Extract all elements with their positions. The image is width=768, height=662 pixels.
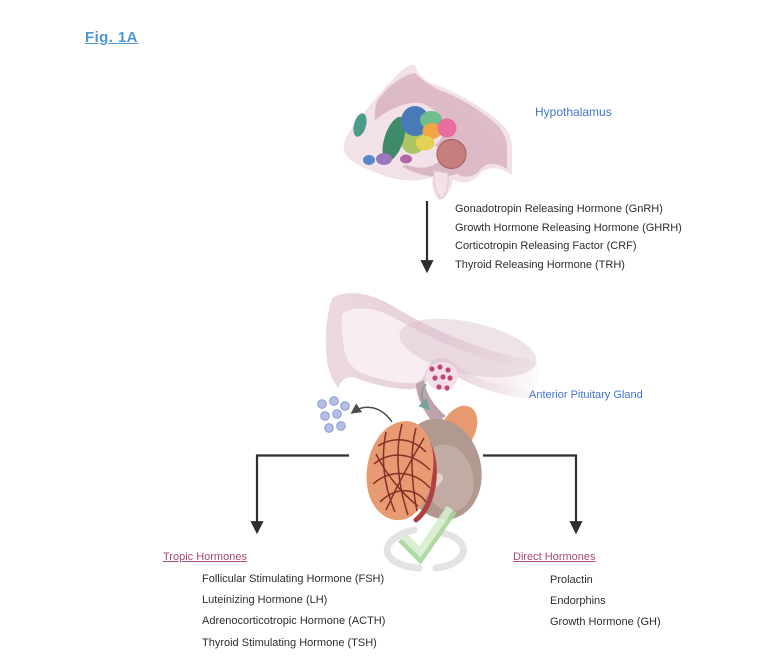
anterior-pituitary-illustration xyxy=(317,293,538,523)
anterior-pituitary-label: Anterior Pituitary Gland xyxy=(529,389,643,401)
list-item: Gonadotropin Releasing Hormone (GnRH) xyxy=(455,203,663,215)
anterior-lobe-vascular-mesh xyxy=(372,423,431,516)
stalk-flow-arrow xyxy=(418,383,431,411)
figure-label-link[interactable]: Fig. 1A xyxy=(85,29,138,46)
releasing-hormone-dots xyxy=(426,362,458,391)
tropic-hormones-header: Tropic Hormones xyxy=(163,551,247,563)
list-item: Adrenocorticotropic Hormone (ACTH) xyxy=(202,615,386,628)
secreted-hormone-dots xyxy=(317,396,350,433)
list-item: Corticotropin Releasing Factor (CRF) xyxy=(455,240,637,252)
list-item: Prolactin xyxy=(550,574,593,586)
list-item: Luteinizing Hormone (LH) xyxy=(202,594,328,607)
releasing-hormones-list: Gonadotropin Releasing Hormone (GnRH) Gr… xyxy=(455,200,682,274)
tropic-hormones-list: Follicular Stimulating Hormone (FSH) Lut… xyxy=(202,569,385,654)
list-item: Growth Hormone (GH) xyxy=(550,616,661,629)
hypothalamus-label: Hypothalamus xyxy=(535,105,612,119)
list-item: Thyroid Releasing Hormone (TRH) xyxy=(455,258,625,271)
list-item: Follicular Stimulating Hormone (FSH) xyxy=(202,573,385,585)
list-item: Growth Hormone Releasing Hormone (GHRH) xyxy=(455,221,682,234)
checkmark-watermark-icon xyxy=(383,505,467,572)
tropic-branch-arrow xyxy=(250,454,349,535)
list-item: Endorphins xyxy=(550,595,606,608)
pituitary-stalk xyxy=(416,380,446,424)
direct-branch-arrow xyxy=(483,454,583,535)
hypothalamic-nuclei xyxy=(353,106,467,170)
secretion-arrow xyxy=(350,403,393,423)
list-item: Thyroid Stimulating Hormone (TSH) xyxy=(202,636,377,649)
hypothalamus-illustration xyxy=(343,64,512,200)
direct-hormones-header: Direct Hormones xyxy=(513,551,596,563)
direct-hormones-list: Prolactin Endorphins Growth Hormone (GH) xyxy=(550,570,661,634)
